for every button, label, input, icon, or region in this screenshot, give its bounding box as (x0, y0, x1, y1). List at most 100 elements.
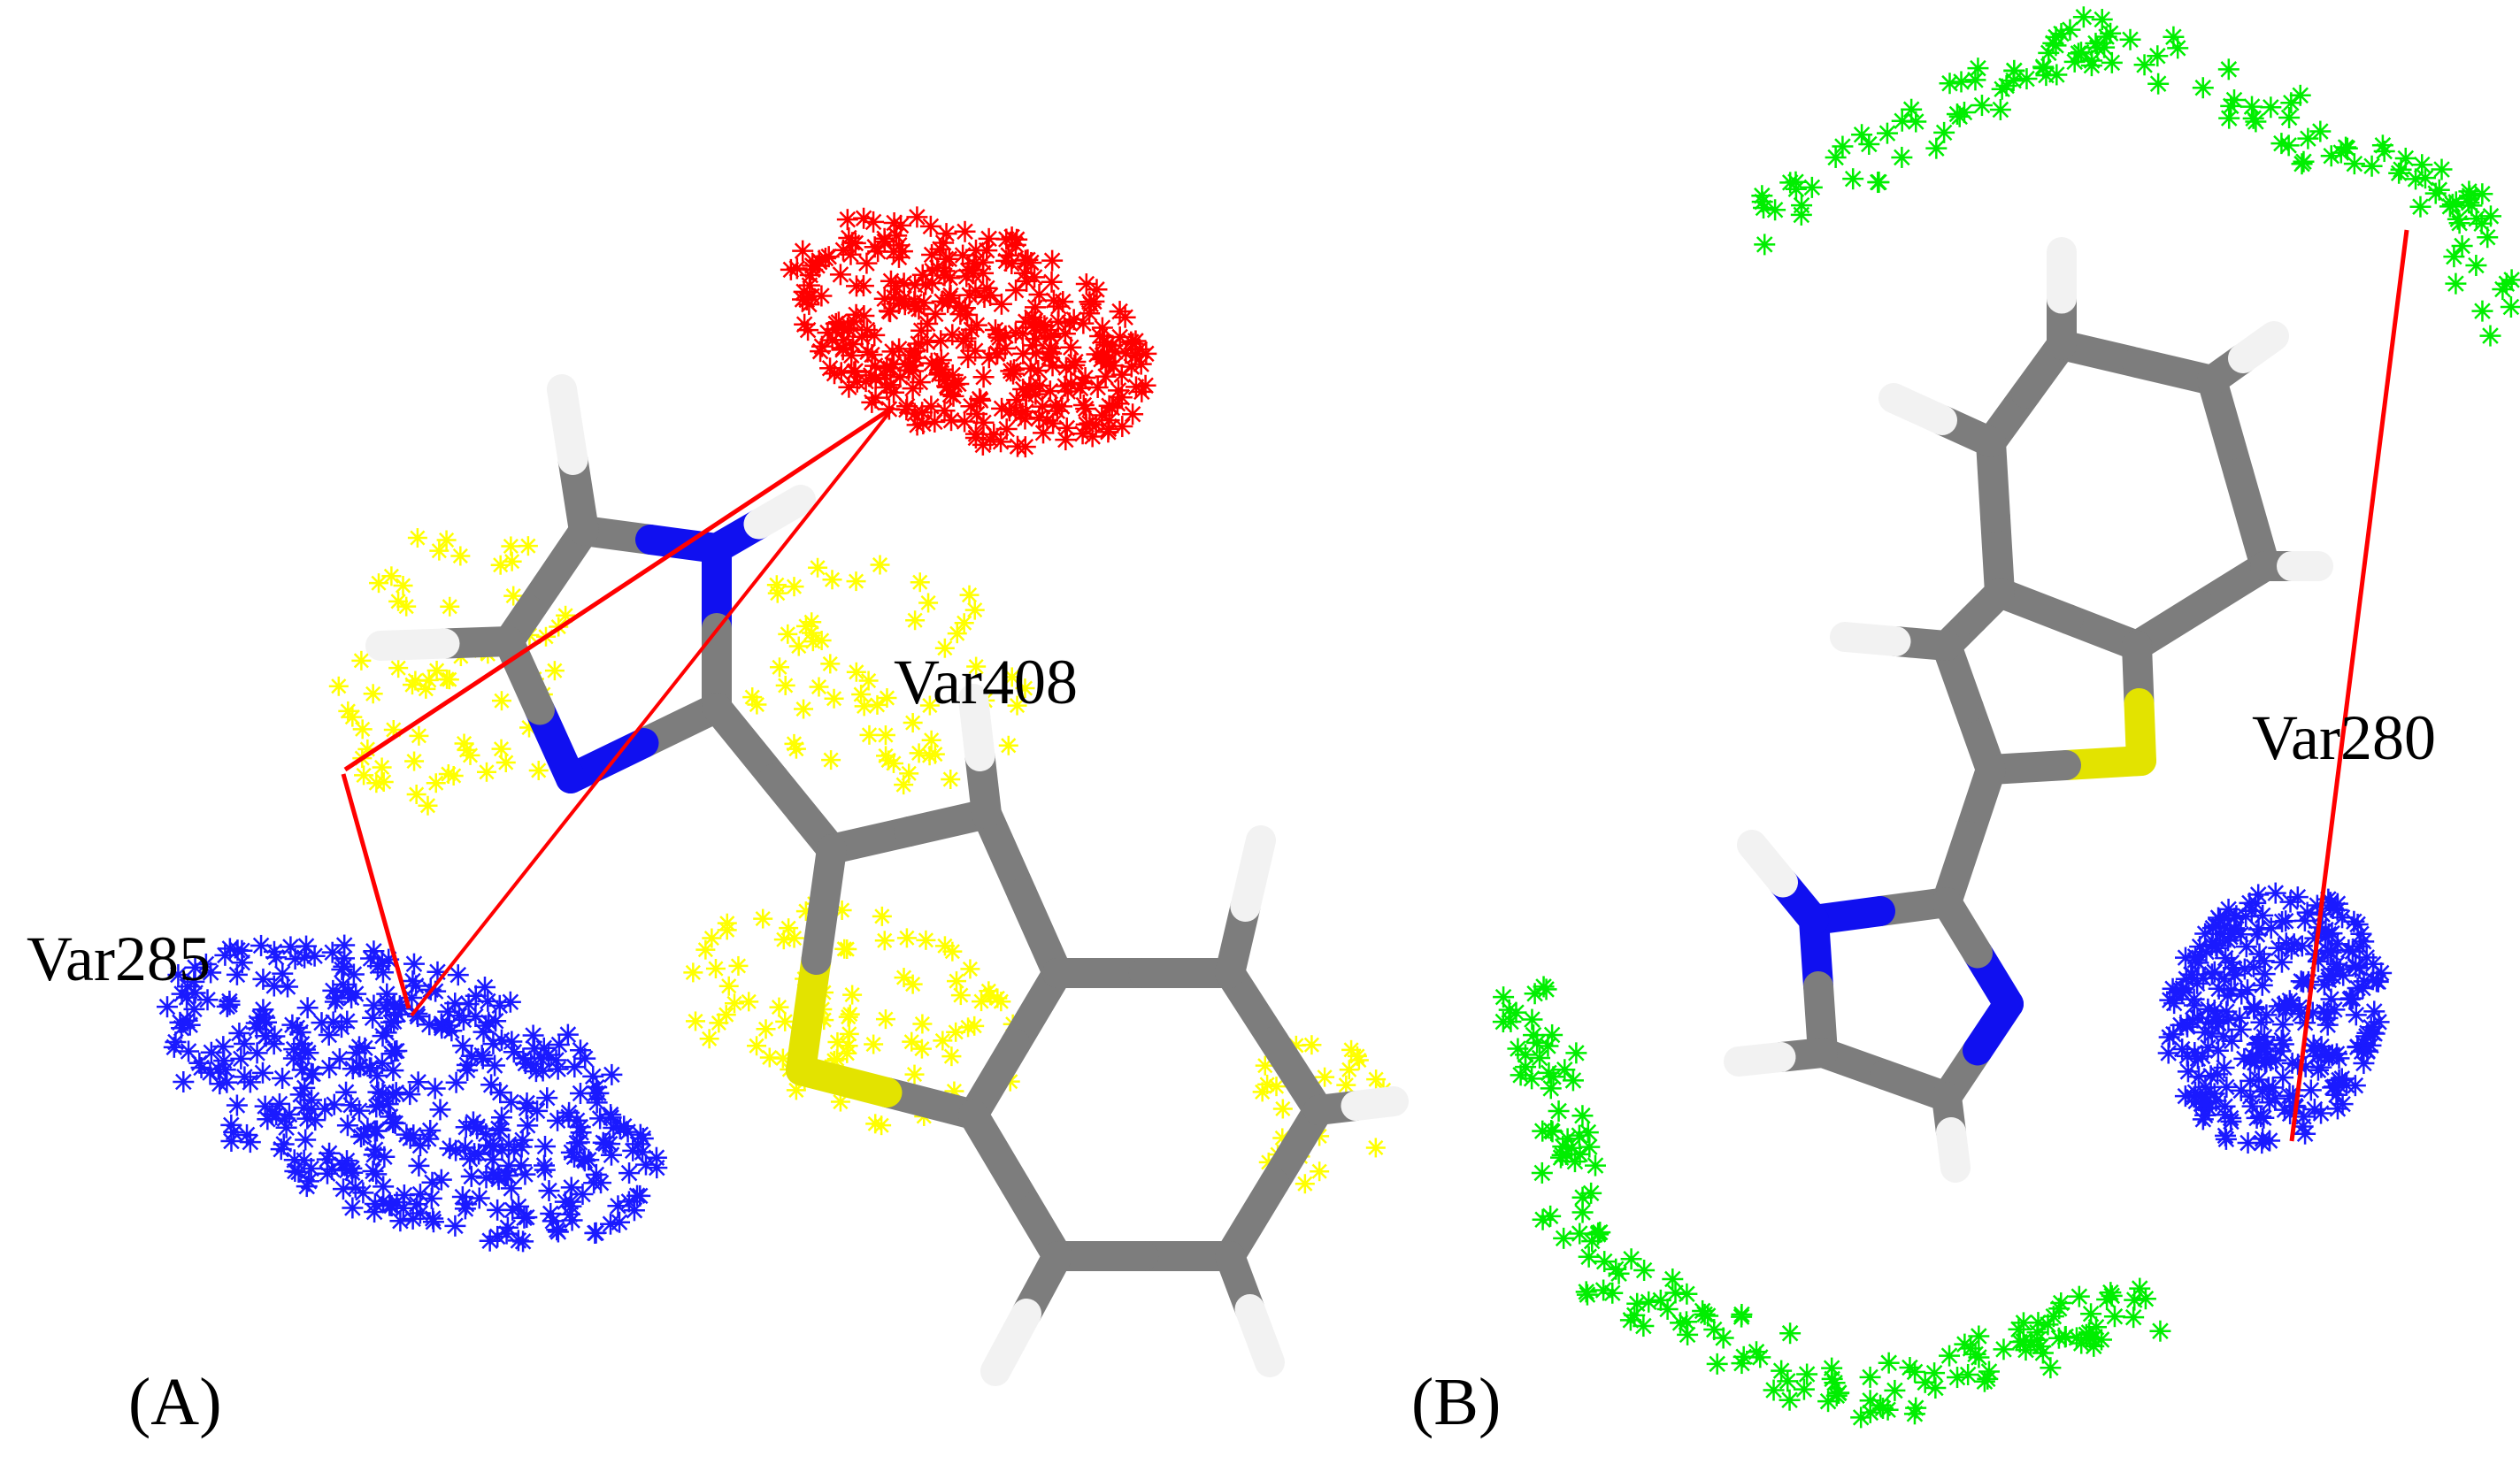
field-point-marker (2149, 1320, 2171, 1342)
field-point-marker (1905, 111, 1927, 133)
field-point-marker (336, 1160, 358, 1182)
field-point-marker (2293, 909, 2316, 931)
field-point-marker (976, 240, 998, 262)
field-point-marker (918, 593, 939, 613)
field-point-marker (479, 1230, 501, 1252)
field-point-marker (739, 992, 759, 1012)
field-point-marker (430, 1169, 452, 1191)
field-point-marker (717, 920, 737, 940)
field-point-marker (167, 963, 189, 985)
field-point-marker (2367, 970, 2389, 993)
field-point-marker (646, 1157, 668, 1179)
field-point-marker (1565, 1042, 1587, 1064)
field-point-marker (402, 675, 422, 695)
field-point-marker (786, 257, 808, 280)
field-point-marker (958, 284, 980, 306)
field-point-marker (450, 546, 471, 566)
field-point-marker (2224, 919, 2246, 941)
field-point-marker (584, 1222, 606, 1244)
field-point-marker (1041, 271, 1063, 293)
field-point-marker (1055, 429, 1077, 451)
field-point-marker (1056, 380, 1079, 402)
panel-b-label: (B) (1411, 1365, 1501, 1439)
field-point-marker (788, 636, 809, 656)
field-point-marker (881, 341, 903, 363)
bond (365, 628, 460, 661)
bond (801, 834, 847, 975)
field-point-marker (957, 347, 980, 369)
field-point-marker (296, 997, 319, 1019)
field-point-marker (457, 993, 480, 1016)
field-point-marker (899, 763, 919, 784)
field-point-marker (251, 1062, 273, 1084)
field-point-marker (496, 1216, 519, 1238)
field-point-marker (2192, 1046, 2214, 1068)
field-point-marker (532, 1060, 554, 1082)
field-point-marker (1081, 425, 1103, 448)
field-point-marker (1019, 378, 1041, 400)
field-point-marker (2428, 179, 2450, 201)
field-point-marker (534, 1136, 557, 1158)
field-point-marker (912, 1014, 933, 1034)
field-point-marker (220, 1131, 242, 1153)
field-point-marker (284, 1161, 306, 1183)
field-point-marker (1003, 359, 1026, 381)
field-point-marker (1001, 253, 1023, 275)
field-point-marker (846, 662, 866, 682)
field-point-marker (2330, 142, 2352, 164)
field-point-marker (2278, 990, 2301, 1012)
bond (1932, 887, 1993, 969)
field-point-marker (1310, 1161, 1330, 1182)
field-point-marker (231, 952, 253, 974)
field-point-marker (634, 1154, 657, 1176)
field-point-marker (163, 1036, 185, 1058)
field-point-marker (316, 1162, 338, 1184)
field-point-marker (289, 1084, 311, 1106)
field-point-marker (1779, 1322, 1802, 1345)
field-point-marker (728, 955, 749, 976)
field-point-marker (375, 1022, 397, 1044)
field-point-marker (528, 760, 549, 780)
field-point-marker (173, 1070, 195, 1092)
field-point-marker (911, 264, 933, 286)
field-point-marker (941, 324, 964, 346)
field-point-marker (1749, 1346, 1771, 1368)
field-point-marker (909, 743, 929, 763)
field-point-marker (2297, 970, 2319, 993)
bond (1958, 578, 2015, 634)
field-point-marker (546, 1219, 568, 1241)
field-point-marker (934, 936, 955, 956)
field-point-marker (2241, 96, 2263, 118)
field-point-marker (332, 1178, 354, 1200)
field-point-marker (501, 536, 521, 556)
field-point-marker (386, 1039, 408, 1062)
field-point-marker (2260, 96, 2282, 119)
field-point-marker (864, 387, 887, 409)
field-point-marker (326, 987, 348, 1009)
field-point-marker (986, 343, 1008, 365)
field-point-marker (1677, 1323, 1699, 1345)
field-point-marker (2321, 1044, 2343, 1066)
field-point-marker (2032, 56, 2055, 78)
field-point-marker (2216, 1000, 2238, 1023)
field-point-marker (998, 735, 1018, 755)
field-point-marker (2273, 1099, 2295, 1121)
field-point-marker (2465, 255, 2487, 277)
field-point-marker (2345, 1004, 2367, 1026)
field-point-marker (1493, 986, 1515, 1008)
field-point-marker (683, 962, 703, 983)
field-point-marker (1022, 334, 1044, 356)
field-point-marker (499, 991, 521, 1013)
field-point-marker (304, 1109, 327, 1131)
field-point-marker (1832, 135, 1854, 157)
field-point-marker (2479, 325, 2501, 347)
bond (1737, 830, 1798, 898)
field-point-marker (503, 586, 524, 606)
field-point-marker (1033, 422, 1055, 444)
field-point-marker (904, 1064, 925, 1085)
field-point-marker (381, 566, 402, 586)
field-point-marker (910, 572, 930, 593)
field-point-marker (2248, 943, 2270, 965)
field-point-marker (569, 1083, 591, 1105)
field-point-marker (861, 344, 883, 366)
